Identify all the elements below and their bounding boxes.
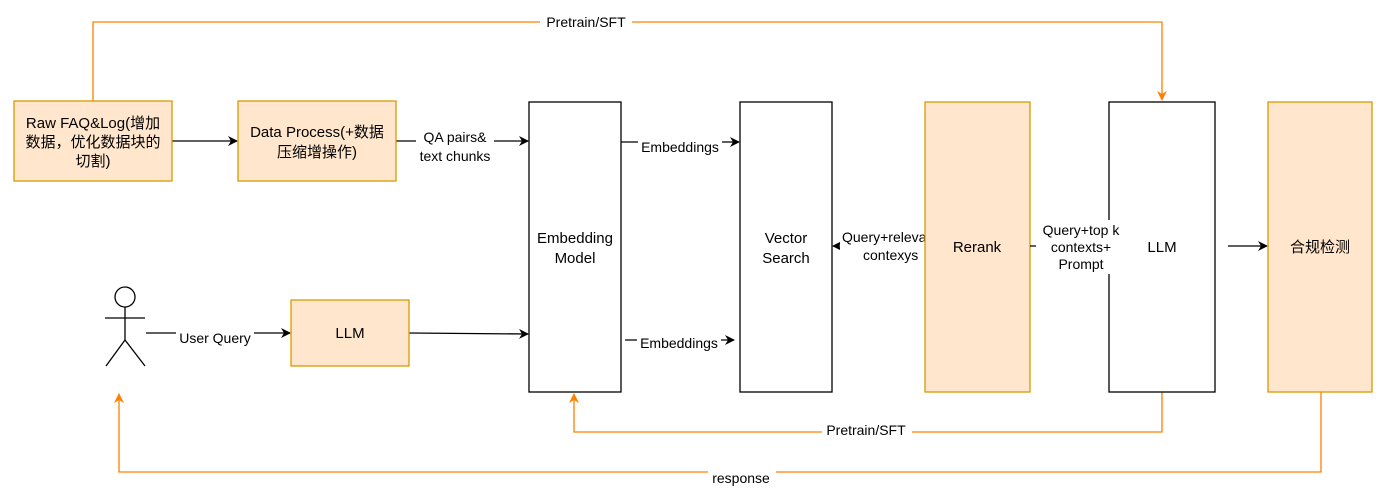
query-relevant-edge: Query+releva contexys (832, 228, 927, 264)
embedding-model-node: Embedding Model (528, 101, 622, 393)
query-topk-edge: Query+top k contexts+ Prompt (1030, 220, 1126, 274)
embedding-line2: Model (555, 250, 596, 267)
prompt-label: Prompt (1058, 256, 1103, 272)
contexts-label: contexts+ (1051, 239, 1111, 255)
llm-main-label: LLM (1147, 239, 1176, 256)
rerank-label: Rerank (953, 239, 1002, 256)
embeddings-bottom-label: Embeddings (640, 335, 718, 351)
pretrain-top-label: Pretrain/SFT (546, 14, 626, 30)
embedding-line1: Embedding (537, 230, 613, 247)
text-chunks-label: text chunks (420, 148, 491, 164)
llm-query-label: LLM (335, 325, 364, 342)
raw-label-line1: Raw FAQ&Log(增加 (26, 115, 160, 132)
raw-faq-log-node: Raw FAQ&Log(增加 数据，优化数据块的 切割) (13, 100, 173, 182)
contexys-label: contexys (863, 247, 918, 263)
embeddings-top-label: Embeddings (641, 139, 719, 155)
user-actor-icon (105, 286, 146, 367)
query-relevant-label: Query+releva (842, 229, 927, 245)
vector-line2: Search (762, 250, 810, 267)
llm-query-node: LLM (290, 299, 410, 367)
pretrain-top-edge: Pretrain/SFT (92, 14, 1167, 101)
compliance-check-node: 合规检测 (1267, 101, 1373, 393)
compliance-label: 合规检测 (1290, 239, 1350, 256)
response-edge: response (114, 392, 1322, 486)
user-query-label: User Query (179, 330, 251, 346)
user-query-edge: User Query (146, 328, 291, 346)
llm-to-embedding-edge (408, 328, 529, 339)
vector-search-node: Vector Search (739, 101, 833, 393)
raw-label-line3: 切割) (76, 153, 111, 170)
rerank-node: Rerank (924, 101, 1031, 393)
qa-pairs-edge: QA pairs& text chunks (396, 126, 529, 164)
pretrain-bottom-label: Pretrain/SFT (826, 422, 906, 438)
embeddings-bottom-edge: Embeddings (625, 335, 735, 351)
pretrain-bottom-edge: Pretrain/SFT (569, 392, 1163, 439)
query-topk-label: Query+top k (1043, 222, 1121, 238)
vector-line1: Vector (765, 230, 808, 247)
embeddings-top-edge: Embeddings (621, 137, 740, 155)
response-label: response (712, 470, 770, 486)
data-process-line1: Data Process(+数据 (250, 124, 384, 141)
data-process-node: Data Process(+数据 压缩增操作) (237, 100, 397, 182)
data-process-line2: 压缩增操作) (277, 144, 357, 161)
llm-main-node: LLM (1108, 101, 1216, 393)
qa-pairs-label: QA pairs& (423, 129, 487, 145)
raw-label-line2: 数据，优化数据块的 (25, 134, 160, 151)
